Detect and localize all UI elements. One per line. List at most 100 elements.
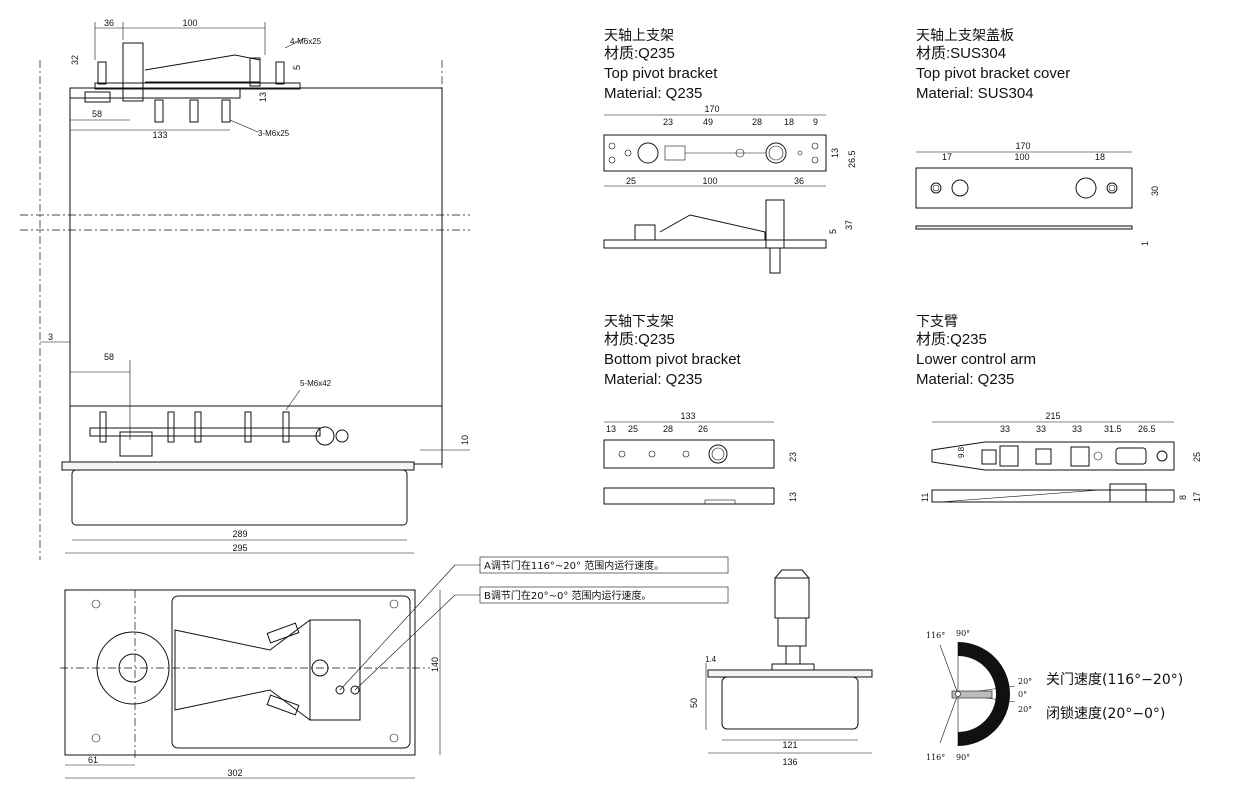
dim-10: 10 [460,435,470,445]
part1-dim-28: 28 [752,117,762,127]
part3-title-cn: 天轴下支架 [604,314,674,330]
dim-13: 13 [258,92,268,102]
side-box [721,676,859,730]
callout-3-m6x25: 3-M6x25 [258,129,290,138]
part2-dim-18: 18 [1095,152,1105,162]
part2-material-cn: 材质:SUS304 [916,45,1006,62]
main-front-view: 36 100 32 5 13 58 133 4-M6x25 3-M6x25 3 … [20,18,470,560]
note-b-box [479,586,729,604]
part4-arm [931,441,1175,471]
part3-dim-28: 28 [663,424,673,434]
angle-90-bottom: 90° [956,753,970,762]
part1-dim-9: 9 [813,117,818,127]
part4-title-cn: 下支臂 [916,314,958,330]
dim-100: 100 [182,18,197,28]
dim-3: 3 [48,332,53,342]
dim-58: 58 [92,109,102,119]
part-bottom-pivot-bracket: 天轴下支架 材质:Q235 Bottom pivot bracket Mater… [603,314,798,505]
part2-plate [915,167,1133,209]
part4-material-cn: 材质:Q235 [916,331,987,348]
side-dim-136: 136 [782,757,797,767]
part3-title-en: Bottom pivot bracket [604,351,742,368]
note-b: B调节门在20°~0° 范围内运行速度。 [484,589,652,602]
top-pivot-post [122,42,144,102]
angle-116-bottom: 116° [926,753,945,762]
part3-material-en: Material: Q235 [604,371,702,388]
side-dim-50: 50 [689,698,699,708]
part3-dim-23: 23 [788,452,798,462]
dim-5: 5 [292,65,302,70]
part3-dim-26: 26 [698,424,708,434]
part1-dim-36: 36 [794,176,804,186]
adjust-valve-a [335,685,345,695]
callout-5-m6x42: 5-M6x42 [300,379,332,388]
latch-speed-label: 闭锁速度(20°−0°) [1046,706,1165,722]
part3-dim-133: 133 [680,411,695,421]
part4-dim-11: 11 [920,493,930,502]
part1-title-en: Top pivot bracket [604,65,718,82]
closing-zone-arc-bottom [958,694,1010,746]
plan-view: 140 61 302 A调节门在116°~20° 范围内运行速度。 B调节门在2… [60,556,729,779]
part1-dim-26-5: 26.5 [847,150,857,168]
dim-302: 302 [227,768,242,778]
note-a-box [479,556,729,574]
door-leaf-marker [951,690,993,699]
side-section-view: 1.4 50 121 136 [689,569,873,767]
part4-dim-215: 215 [1045,411,1060,421]
side-dim-1-4: 1.4 [705,655,717,664]
dim-58b: 58 [104,352,114,362]
angle-20-top: 20° [1018,677,1032,686]
part4-dim-8: 8 [1178,495,1188,500]
part-lower-control-arm: 下支臂 材质:Q235 Lower control arm Material: … [916,314,1202,503]
callout-4-m6x25: 4-M6x25 [290,37,322,46]
part2-dim-100: 100 [1014,152,1029,162]
part1-dim-100: 100 [702,176,717,186]
part2-dim-1: 1 [1140,241,1150,246]
part1-dim-13: 13 [830,148,840,158]
pivot-upper-post [774,577,810,619]
door-outline [69,87,443,465]
part4-dim-26-5: 26.5 [1138,424,1156,434]
adjust-valve-b [350,685,360,695]
dim-61: 61 [88,755,98,765]
part2-dim-170: 170 [1015,141,1030,151]
part3-plate [603,439,775,469]
part1-title-cn: 天轴上支架 [604,28,674,44]
part4-dim-17: 17 [1192,492,1202,502]
part2-title-cn: 天轴上支架盖板 [916,28,1014,44]
part1-dim-18: 18 [784,117,794,127]
dim-140: 140 [430,657,440,672]
part1-plate [603,134,827,172]
part4-dim-31-5: 31.5 [1104,424,1122,434]
dim-133: 133 [152,130,167,140]
bottom-pivot-block [119,431,153,457]
part4-material-en: Material: Q235 [916,371,1014,388]
angle-116-top: 116° [926,631,945,640]
cover-plate [64,589,416,756]
side-dim-121: 121 [782,740,797,750]
part1-dim-23: 23 [663,117,673,127]
part1-dim-37: 37 [844,220,854,230]
dim-289: 289 [232,529,247,539]
part1-dim-25: 25 [626,176,636,186]
part3-dim-13b: 13 [788,492,798,502]
part1-dim-5: 5 [828,229,838,234]
part1-material-cn: 材质:Q235 [604,45,675,62]
part3-dim-13: 13 [606,424,616,434]
part4-title-en: Lower control arm [916,351,1036,368]
part2-dim-30: 30 [1150,186,1160,196]
part1-dim-170: 170 [704,104,719,114]
angle-0: 0° [1018,690,1027,699]
dim-295: 295 [232,543,247,553]
part2-title-en: Top pivot bracket cover [916,65,1070,82]
part3-dim-25: 25 [628,424,638,434]
closing-speed-label: 关门速度(116°−20°) [1046,672,1183,688]
part1-material-en: Material: Q235 [604,85,702,102]
part1-dim-49: 49 [703,117,713,127]
part3-material-cn: 材质:Q235 [604,331,675,348]
part4-dim-33b: 33 [1036,424,1046,434]
part2-dim-17: 17 [942,152,952,162]
pivot-spindle-circle [96,631,170,705]
